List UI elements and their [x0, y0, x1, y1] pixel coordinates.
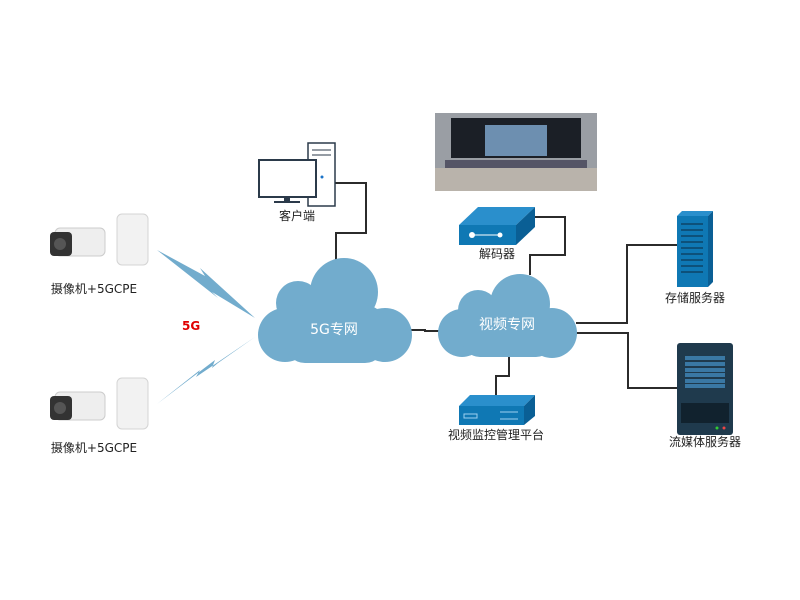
storage-server-label: 存储服务器: [664, 291, 726, 305]
link-client-5g: [335, 182, 367, 260]
cloud-5g: [258, 258, 412, 363]
cloud-video-label: 视频专网: [479, 317, 535, 333]
cloud-video: [438, 274, 577, 358]
platform-icon: [459, 395, 535, 425]
decoder-icon: [459, 207, 535, 245]
camera-top-icon: [50, 213, 149, 266]
streaming-server-label: 流媒体服务器: [668, 435, 742, 449]
link-video-storage: [576, 244, 677, 324]
client-pc-icon: [258, 142, 336, 207]
wireless-bolt-top-icon: [157, 250, 255, 318]
cloud-5g-label: 5G专网: [310, 322, 358, 338]
client-label: 客户端: [278, 209, 316, 223]
streaming-server-icon: [677, 343, 733, 435]
video-wall-image: [435, 113, 597, 191]
platform-label: 视频监控管理平台: [447, 428, 545, 442]
storage-server-icon: [677, 211, 713, 287]
link-video-streaming: [576, 332, 677, 389]
camera-top-label: 摄像机+5GCPE: [50, 282, 138, 296]
camera-bottom-icon: [50, 377, 149, 430]
link-decoder-video: [529, 216, 566, 275]
decoder-label: 解码器: [478, 247, 516, 261]
link-5g-video: [410, 329, 442, 332]
camera-bottom-label: 摄像机+5GCPE: [50, 441, 138, 455]
wireless-bolt-bottom-icon: [157, 337, 255, 404]
link-video-platform: [495, 355, 510, 396]
wireless-label: 5G: [182, 319, 201, 333]
